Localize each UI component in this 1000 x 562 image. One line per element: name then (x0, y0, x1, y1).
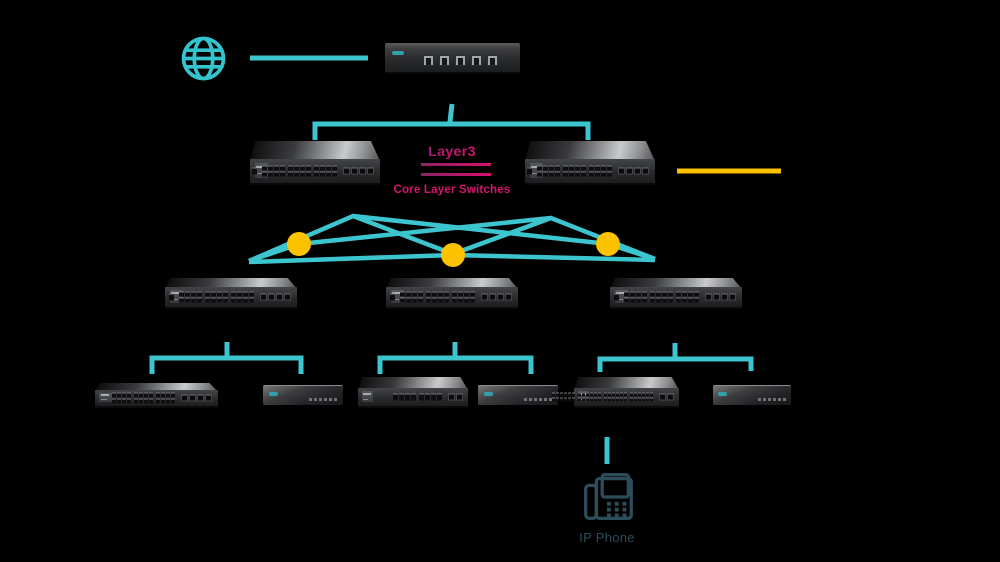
mesh-link-4 (248, 252, 454, 265)
mesh-node-2 (441, 243, 465, 267)
layer3-underline-2 (421, 173, 491, 176)
switch-front-panel (386, 287, 518, 309)
router-ports (423, 55, 499, 67)
ip-phone-icon (584, 473, 633, 520)
dist3-bracket (597, 356, 754, 372)
switch-chassis (478, 385, 558, 406)
layer3-underline-1 (421, 163, 491, 166)
access-switch-5 (552, 377, 679, 408)
globe-icon (181, 36, 226, 81)
sfp-slots (343, 167, 375, 175)
switch-ports (614, 291, 737, 303)
sfp-slots (260, 293, 292, 301)
mesh-node-1 (287, 232, 311, 256)
router-chassis (385, 43, 520, 74)
sfp-slots (705, 293, 737, 301)
layer3-label: Layer3 (402, 143, 502, 159)
switch-top-panel (165, 278, 297, 289)
access-switch-2 (263, 385, 343, 406)
core-switch-1 (250, 141, 380, 185)
switch-front-panel (250, 159, 380, 185)
sfp-slots (481, 293, 513, 301)
tp-link-logo (268, 392, 278, 397)
switch-front-panel (165, 287, 297, 309)
switch-ports (112, 392, 213, 404)
switch-top-panel (250, 141, 380, 161)
switch-front-panel (610, 287, 742, 309)
switch-ports (757, 397, 786, 401)
switch-ports (169, 291, 292, 303)
tp-link-logo (483, 392, 493, 397)
distribution-switch-1 (165, 278, 297, 309)
sfp-slots (181, 394, 213, 402)
tp-link-badge (99, 392, 112, 403)
switch-front-panel (552, 388, 679, 408)
internet-gateway-router (385, 43, 520, 74)
tp-link-logo (391, 50, 404, 55)
switch-top-panel (386, 278, 518, 289)
router-drop (447, 103, 455, 123)
distribution-switch-2 (386, 278, 518, 309)
dist2-bracket (377, 355, 534, 374)
mesh-node-3 (596, 232, 620, 256)
core-bracket (312, 121, 591, 140)
switch-chassis (713, 385, 791, 406)
dist1-bracket (149, 355, 304, 374)
switch-ports (393, 393, 464, 401)
switch-ports (309, 397, 338, 401)
switch-ports (252, 165, 375, 177)
switch-front-panel (95, 390, 218, 408)
switch-ports (552, 392, 675, 402)
sfp-slots (448, 393, 464, 401)
switch-top-panel (95, 383, 218, 392)
switch-top-panel (574, 377, 679, 390)
access-switch-6 (713, 385, 791, 406)
ip-phone-label: IP Phone (579, 530, 635, 545)
access-switch-4 (478, 385, 558, 406)
switch-top-panel (610, 278, 742, 289)
core-switch-2 (525, 141, 655, 185)
switch-top-panel (525, 141, 655, 161)
mesh-link-5 (452, 252, 656, 263)
switch-ports (390, 291, 513, 303)
sfp-slots (659, 393, 675, 401)
tp-link-badge (361, 390, 373, 403)
core-switches-label: Core Layer Switches (393, 184, 511, 196)
switch-chassis (263, 385, 343, 406)
distribution-switch-3 (610, 278, 742, 309)
switch-front-panel (525, 159, 655, 185)
switch-ports (527, 165, 650, 177)
switch-front-panel (358, 388, 468, 408)
switch-ports (524, 397, 553, 401)
tp-link-logo (718, 392, 728, 397)
access-switch-3 (358, 377, 468, 408)
sfp-slots (618, 167, 650, 175)
switch-top-panel (358, 377, 468, 390)
access-switch-1 (95, 383, 218, 408)
